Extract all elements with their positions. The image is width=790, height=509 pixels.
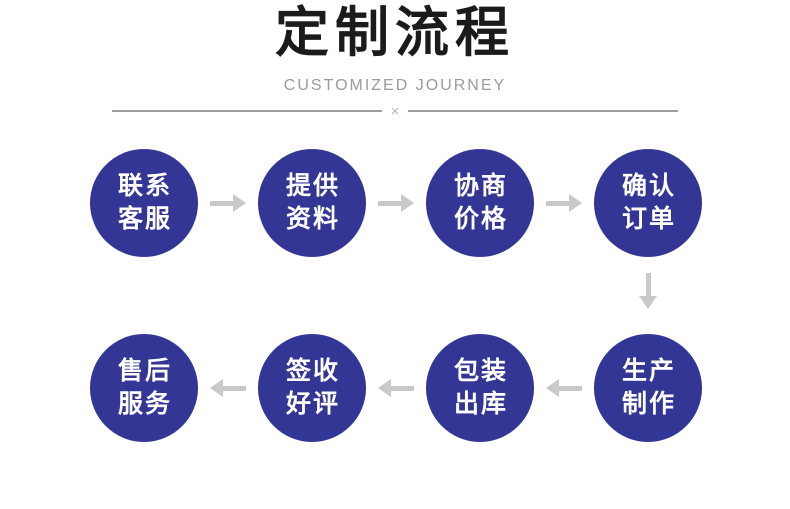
step-contact-service: 联系 客服 [90, 149, 198, 257]
step-sign-review: 签收 好评 [258, 334, 366, 442]
step-label-line: 售后 [117, 357, 172, 385]
step-label-line: 确认 [621, 172, 676, 200]
page-subtitle: CUSTOMIZED JOURNEY [283, 77, 507, 94]
step-after-sales-service: 售后 服务 [90, 334, 198, 442]
step-label-line: 制作 [621, 390, 676, 418]
arrow-right-icon [366, 194, 426, 212]
arrow-down-icon [639, 273, 657, 309]
arrow-left-icon [198, 379, 258, 397]
flow-row-2: 售后 服务 签收 好评 包装 出库 生产 制作 [90, 334, 702, 442]
step-pack-ship: 包装 出库 [426, 334, 534, 442]
page-title: 定制流程 [275, 3, 515, 63]
arrow-right-icon [198, 194, 258, 212]
arrow-right-icon [534, 194, 594, 212]
step-confirm-order: 确认 订单 [594, 149, 702, 257]
arrow-left-icon [366, 379, 426, 397]
step-label-line: 订单 [621, 205, 676, 233]
step-label-line: 价格 [453, 205, 508, 233]
step-label-line: 联系 [117, 172, 172, 200]
arrow-left-icon [534, 379, 594, 397]
divider-line-right [408, 110, 679, 112]
step-production: 生产 制作 [594, 334, 702, 442]
divider-line-left [112, 110, 382, 112]
step-label-line: 签收 [285, 357, 340, 385]
step-label-line: 资料 [285, 205, 340, 233]
flow-row-1: 联系 客服 提供 资料 协商 价格 确认 订单 [90, 149, 702, 257]
step-provide-info: 提供 资料 [258, 149, 366, 257]
divider: × [112, 102, 679, 120]
step-label-line: 出库 [453, 390, 508, 418]
step-label-line: 客服 [117, 205, 172, 233]
divider-x-mark: × [390, 102, 400, 120]
step-label-line: 提供 [285, 172, 340, 200]
step-label-line: 好评 [285, 390, 340, 418]
step-negotiate-price: 协商 价格 [426, 149, 534, 257]
step-label-line: 生产 [621, 357, 676, 385]
step-label-line: 服务 [117, 390, 172, 418]
step-label-line: 包装 [453, 357, 508, 385]
step-label-line: 协商 [453, 172, 508, 200]
